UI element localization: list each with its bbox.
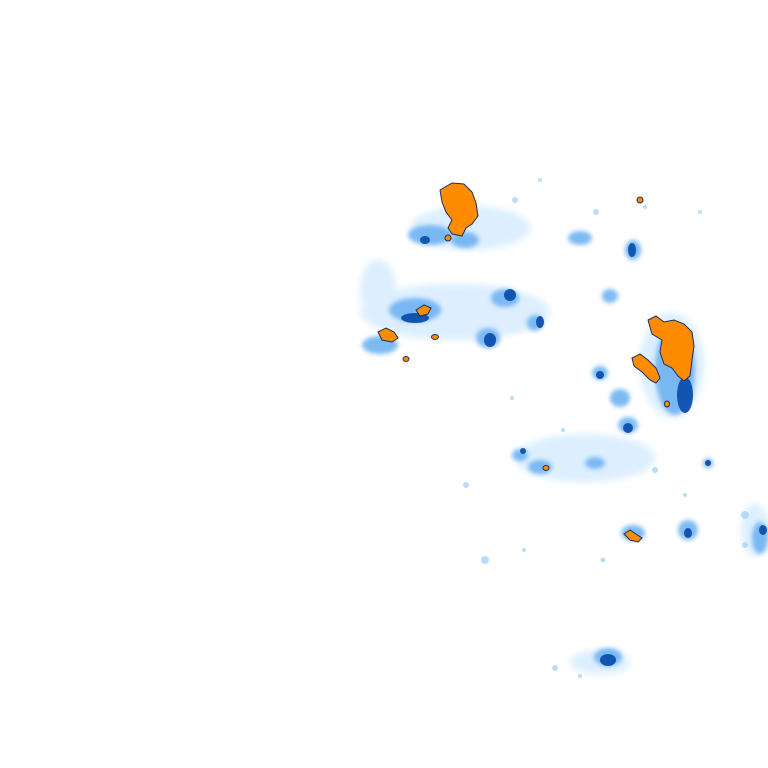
precip-core (536, 316, 544, 328)
precip-core (623, 423, 633, 433)
precip-core (596, 371, 604, 379)
precip-cell (408, 225, 452, 245)
trace-speck (742, 542, 748, 548)
trace-speck (578, 674, 582, 678)
trace-speck (481, 556, 489, 564)
trace-speck (643, 205, 647, 209)
trace-speck (698, 210, 702, 214)
trace-speck (683, 493, 687, 497)
trace-speck (522, 548, 526, 552)
precip-cell (451, 232, 479, 248)
precip-core (520, 448, 526, 454)
intense-cell-small (444, 234, 452, 242)
precip-core (504, 289, 516, 301)
precip-cell (610, 389, 630, 407)
precip-core (628, 243, 636, 257)
trace-speck (600, 557, 606, 563)
precip-core (420, 236, 430, 244)
intense-cell-small (402, 356, 410, 362)
intense-precip-layer (377, 182, 695, 543)
trace-speck (538, 178, 542, 182)
precip-cell (389, 298, 441, 322)
intense-cell-east-main (647, 315, 695, 382)
precip-cell (568, 231, 592, 245)
light-precip-layer (360, 206, 768, 674)
moderate-precip-layer (362, 225, 768, 666)
trace-speck (510, 396, 514, 400)
precip-core (759, 525, 767, 535)
trace-precip-layer (463, 178, 749, 678)
precip-area-se-scatter (515, 434, 655, 482)
precip-core (684, 528, 692, 538)
trace-speck (552, 665, 558, 671)
precip-area-west-streak (360, 260, 396, 320)
trace-speck (561, 428, 565, 432)
trace-speck (593, 209, 599, 215)
precip-core (705, 460, 711, 466)
intense-cell-small (542, 465, 550, 471)
precip-core (677, 377, 693, 413)
intense-cell-north (439, 182, 479, 237)
precip-core (484, 333, 496, 347)
trace-speck (741, 511, 749, 519)
trace-speck (652, 467, 658, 473)
intense-cell-west (377, 327, 399, 343)
intense-cell-east-tail (631, 353, 661, 384)
intense-cell-small (636, 196, 644, 204)
trace-speck (512, 197, 518, 203)
precip-cell (585, 457, 605, 469)
intense-cell-central (415, 304, 432, 317)
precip-cell (602, 289, 618, 303)
precip-core (600, 654, 616, 666)
intense-cell-southeast (623, 529, 643, 543)
intense-cell-small (664, 400, 670, 408)
intense-cell-small (431, 334, 439, 340)
trace-speck (463, 482, 469, 488)
